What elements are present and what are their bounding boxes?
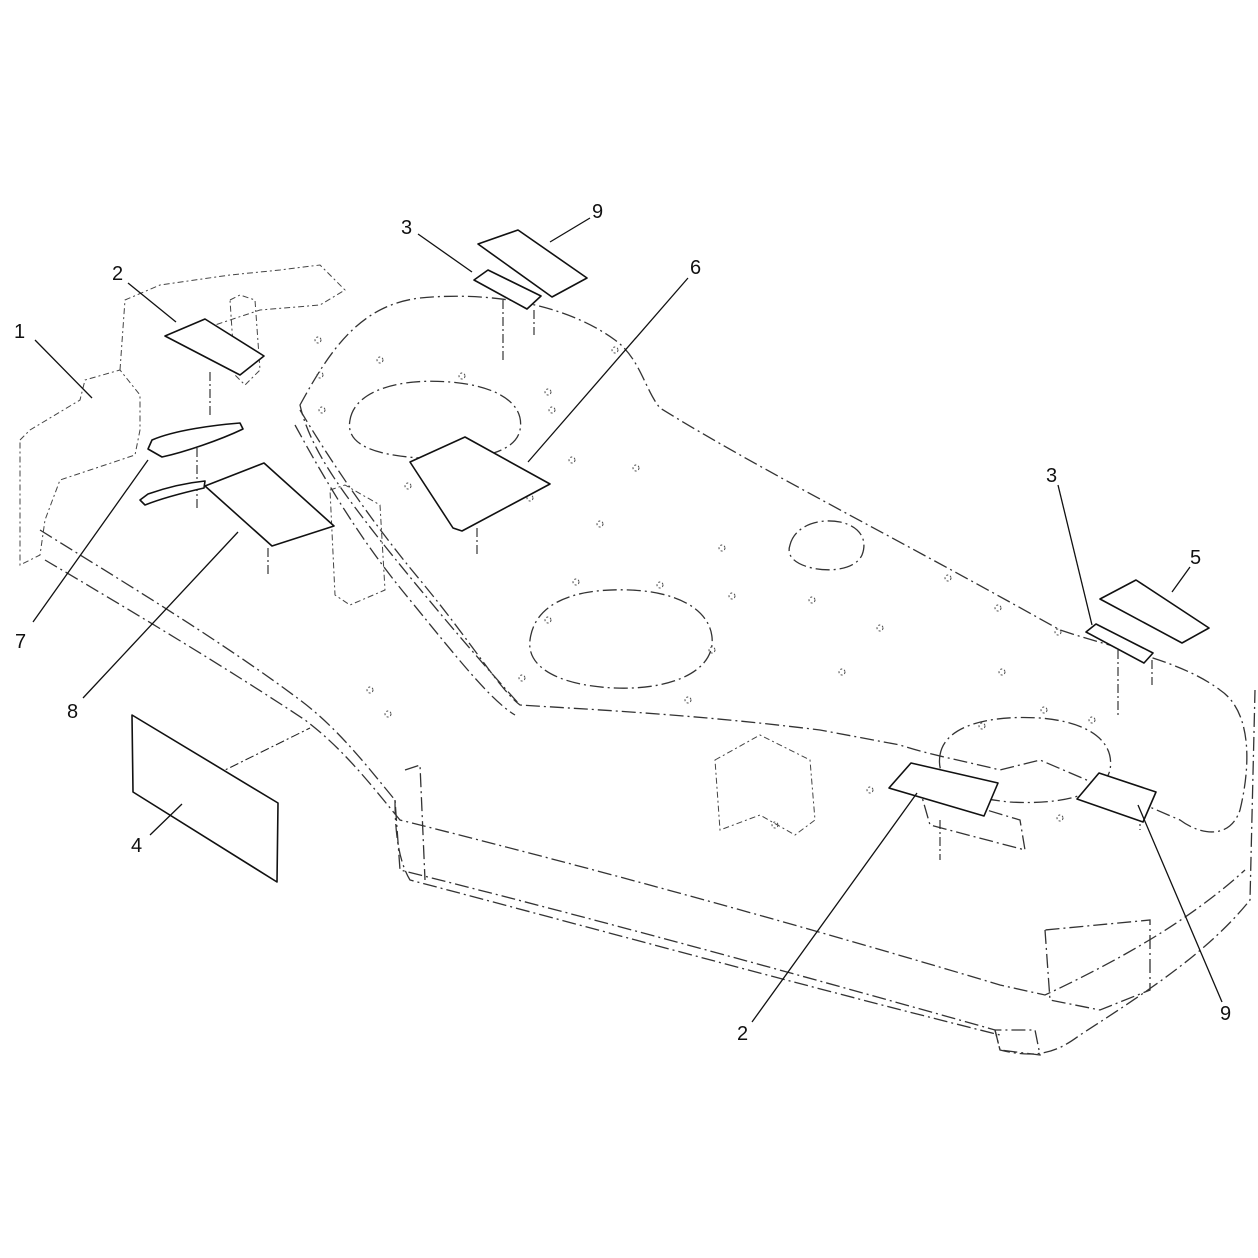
decal-drop-lines bbox=[196, 300, 1153, 860]
deck-skirt-edge bbox=[39, 529, 1256, 1055]
callout-labels: 1 2 3 9 6 7 8 4 3 5 2 9 bbox=[14, 201, 1231, 1045]
deck-left-rail-inner bbox=[294, 424, 516, 716]
deck-side-panel bbox=[404, 764, 426, 881]
decal-6 bbox=[409, 436, 551, 532]
decal-5 bbox=[1099, 579, 1210, 644]
callout-8: 8 bbox=[67, 701, 78, 723]
mower-deck-outline bbox=[19, 264, 1256, 1056]
callout-3-top: 3 bbox=[401, 217, 412, 239]
decal-3-top bbox=[473, 269, 542, 310]
deck-baffle bbox=[919, 789, 1026, 851]
deck-holes bbox=[314, 336, 1134, 829]
decal-9-right bbox=[1076, 772, 1157, 823]
decal-2-left bbox=[164, 318, 265, 376]
callout-2-left: 2 bbox=[112, 263, 123, 285]
decal-7 bbox=[147, 422, 244, 458]
blade-housing-center bbox=[529, 589, 713, 689]
decal-3-right bbox=[1085, 623, 1154, 664]
callout-1: 1 bbox=[14, 321, 25, 343]
callout-2-front: 2 bbox=[737, 1023, 748, 1045]
decal-9-top bbox=[477, 229, 588, 298]
front-bracket-upper bbox=[119, 264, 346, 371]
deck-top-surface bbox=[299, 295, 1248, 833]
rear-tab-center bbox=[329, 484, 386, 606]
callout-3-right: 3 bbox=[1046, 465, 1057, 487]
callout-6: 6 bbox=[690, 257, 701, 279]
callout-9-top: 9 bbox=[592, 201, 603, 223]
decals bbox=[131, 229, 1210, 883]
decal-8 bbox=[204, 462, 335, 547]
deck-front-lip bbox=[394, 799, 1001, 1036]
blade-housing-left bbox=[348, 380, 522, 460]
callout-4: 4 bbox=[131, 835, 142, 857]
deck-front-bumper bbox=[994, 1029, 1041, 1056]
callout-7: 7 bbox=[15, 631, 26, 653]
callout-9-right: 9 bbox=[1220, 1003, 1231, 1025]
deck-left-rail bbox=[299, 409, 521, 706]
rear-tab-front bbox=[714, 734, 816, 836]
blade-housing-small bbox=[788, 520, 865, 571]
callout-5: 5 bbox=[1190, 547, 1201, 569]
decal-4 bbox=[131, 714, 279, 883]
decal-7-strip bbox=[139, 480, 206, 506]
deck-right-end bbox=[1044, 919, 1151, 1011]
front-bracket-left bbox=[19, 369, 141, 566]
leader-lines bbox=[32, 217, 1223, 1023]
decal-2-front bbox=[888, 762, 999, 817]
